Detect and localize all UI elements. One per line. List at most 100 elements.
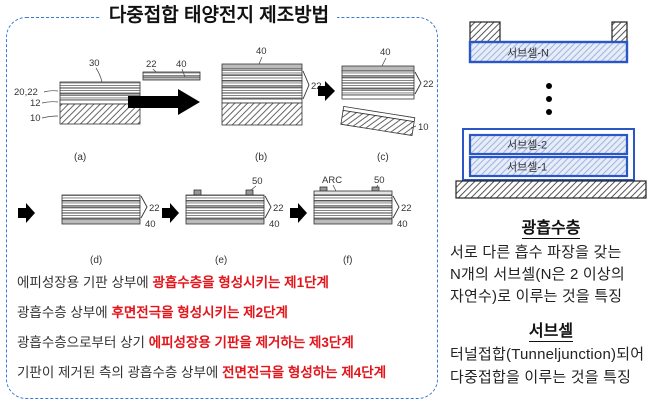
leader-line (95, 67, 103, 83)
subcell-n-label: 서브셀-N (507, 47, 549, 60)
top-contact (611, 21, 628, 43)
front-electrode (193, 189, 202, 196)
step-highlight: 후면전극을 형성시키는 제2단계 (111, 305, 288, 320)
step-3: 광흡수층으로부터 상기 에피성장용 기판을 제거하는 제3단계 (17, 328, 435, 358)
rear-electrode-layer (221, 63, 303, 70)
leader-line (250, 185, 257, 191)
sacrificial-layer (221, 98, 303, 104)
stack-b (221, 63, 303, 126)
note-heading-text: 서브셀 (528, 323, 574, 342)
stack-f (313, 186, 393, 225)
step-4: 기판이 제거된 측의 광흡수층 상부에 전면전극을 형성하는 제4단계 (17, 358, 435, 388)
stack-a (59, 81, 141, 125)
caption-a: (a) (74, 152, 86, 163)
subcell-2 (468, 133, 629, 156)
ellipsis-dot (546, 83, 552, 89)
caption-c: (c) (377, 152, 389, 163)
leader-line (181, 68, 186, 78)
absorber-layer (221, 68, 303, 76)
absorber-layer (59, 81, 141, 89)
absorber-layer (61, 200, 141, 208)
note-subcell-line: 터널접합(Tunneljunction)되어 (450, 346, 645, 363)
leader-line (410, 125, 417, 129)
step-prefix: 에피성장용 기판 상부에 (17, 275, 153, 290)
label-b-top: 40 (256, 46, 267, 57)
leader-line (375, 184, 379, 189)
absorber-layer (313, 194, 393, 202)
label-c-top: 40 (380, 47, 391, 58)
label-transfer-absorber: 22 (146, 59, 157, 70)
absorber-layer (341, 70, 415, 78)
leader-line (43, 90, 59, 93)
title-wrap: 다중접합 태양전지 제조방법 (0, 3, 438, 29)
absorber-layer (185, 206, 265, 214)
subcell-stack-diagram: 서브셀-N 서브셀-2 서브셀-1 (455, 21, 647, 199)
step-highlight: 에피성장용 기판을 제거하는 제3단계 (148, 335, 354, 350)
label-f-absorber: 22 (401, 203, 412, 214)
substrate-layer (455, 180, 647, 199)
step-list: 에피성장용 기판 상부에 광흡수층을 형성시키는 제1단계 광흡수층 상부에 후… (17, 268, 435, 388)
caption-e: (e) (215, 255, 227, 266)
leader-line (258, 56, 263, 65)
absorber-layer (185, 212, 265, 220)
ellipsis-dot (546, 109, 552, 115)
note-absorber-heading: 광흡수층 (448, 218, 654, 240)
front-electrode (319, 186, 328, 192)
label-d-electrode: 40 (145, 219, 156, 230)
step-2: 광흡수층 상부에 후면전극을 형성시키는 제2단계 (17, 298, 435, 328)
page-title: 다중접합 태양전지 제조방법 (100, 3, 338, 29)
absorber-layer (341, 82, 415, 90)
note-heading-text: 광흡수층 (521, 220, 581, 239)
substrate-layer (59, 103, 141, 125)
absorber-layer (341, 76, 415, 84)
brace-mark (264, 195, 272, 219)
leader-line (152, 68, 157, 73)
detached-substrate (340, 106, 416, 136)
absorber-layer (185, 200, 265, 208)
note-subcell-heading: 서브셀 (448, 321, 654, 343)
front-electrode (245, 189, 254, 196)
leader-line (381, 57, 387, 67)
absorber-layer (61, 206, 141, 214)
front-electrode (371, 186, 380, 192)
leader-line (332, 184, 337, 192)
arrow-right-icon (290, 203, 307, 223)
absorber-layer (221, 80, 303, 88)
label-d-absorber: 22 (149, 203, 160, 214)
note-subcell-line: 다중접합을 이루는 것을 특징 (450, 369, 632, 386)
caption-b: (b) (255, 152, 267, 163)
label-b-absorber: 22 (311, 81, 322, 92)
label-f-top: 50 (374, 175, 385, 186)
brace-mark (140, 195, 148, 219)
label-c-absorber: 22 (423, 79, 434, 90)
stack-c (340, 65, 416, 136)
label-a-layers: 20,22 (14, 87, 38, 98)
transfer-layer (142, 71, 201, 81)
step-highlight: 전면전극을 형성하는 제4단계 (222, 365, 387, 380)
top-contact (469, 21, 501, 43)
absorber-layer (221, 92, 303, 100)
subcell-1 (468, 155, 629, 178)
arrow-right-icon (128, 89, 200, 115)
process-figure: 30 20,22 12 10 (a) 22 40 40 (14, 46, 434, 266)
absorber-layer (313, 206, 393, 214)
stack-d (61, 194, 141, 225)
note-absorber-line: 서로 다른 흡수 파장을 갖는 (450, 244, 622, 261)
arc-layer (313, 190, 393, 196)
arrow-right-icon (162, 203, 179, 223)
subcell-frame (462, 128, 635, 181)
brace-mark (392, 195, 400, 219)
note-absorber-line: N개의 서브셀(N은 2 이상의 (450, 266, 625, 283)
label-c-substrate: 10 (418, 122, 429, 133)
rear-electrode-layer (61, 218, 141, 225)
arrow-right-icon (318, 81, 335, 101)
step-prefix: 기판이 제거된 측의 광흡수층 상부에 (17, 365, 223, 380)
absorber-layer (341, 88, 415, 96)
ellipsis-dot (546, 96, 552, 102)
absorber-layer (221, 86, 303, 94)
leader-line (41, 101, 59, 104)
label-a-top: 30 (89, 58, 100, 69)
step-1: 에피성장용 기판 상부에 광흡수층을 형성시키는 제1단계 (17, 268, 435, 298)
note-absorber-line: 자연수)로 이루는 것을 특징 (450, 288, 623, 305)
